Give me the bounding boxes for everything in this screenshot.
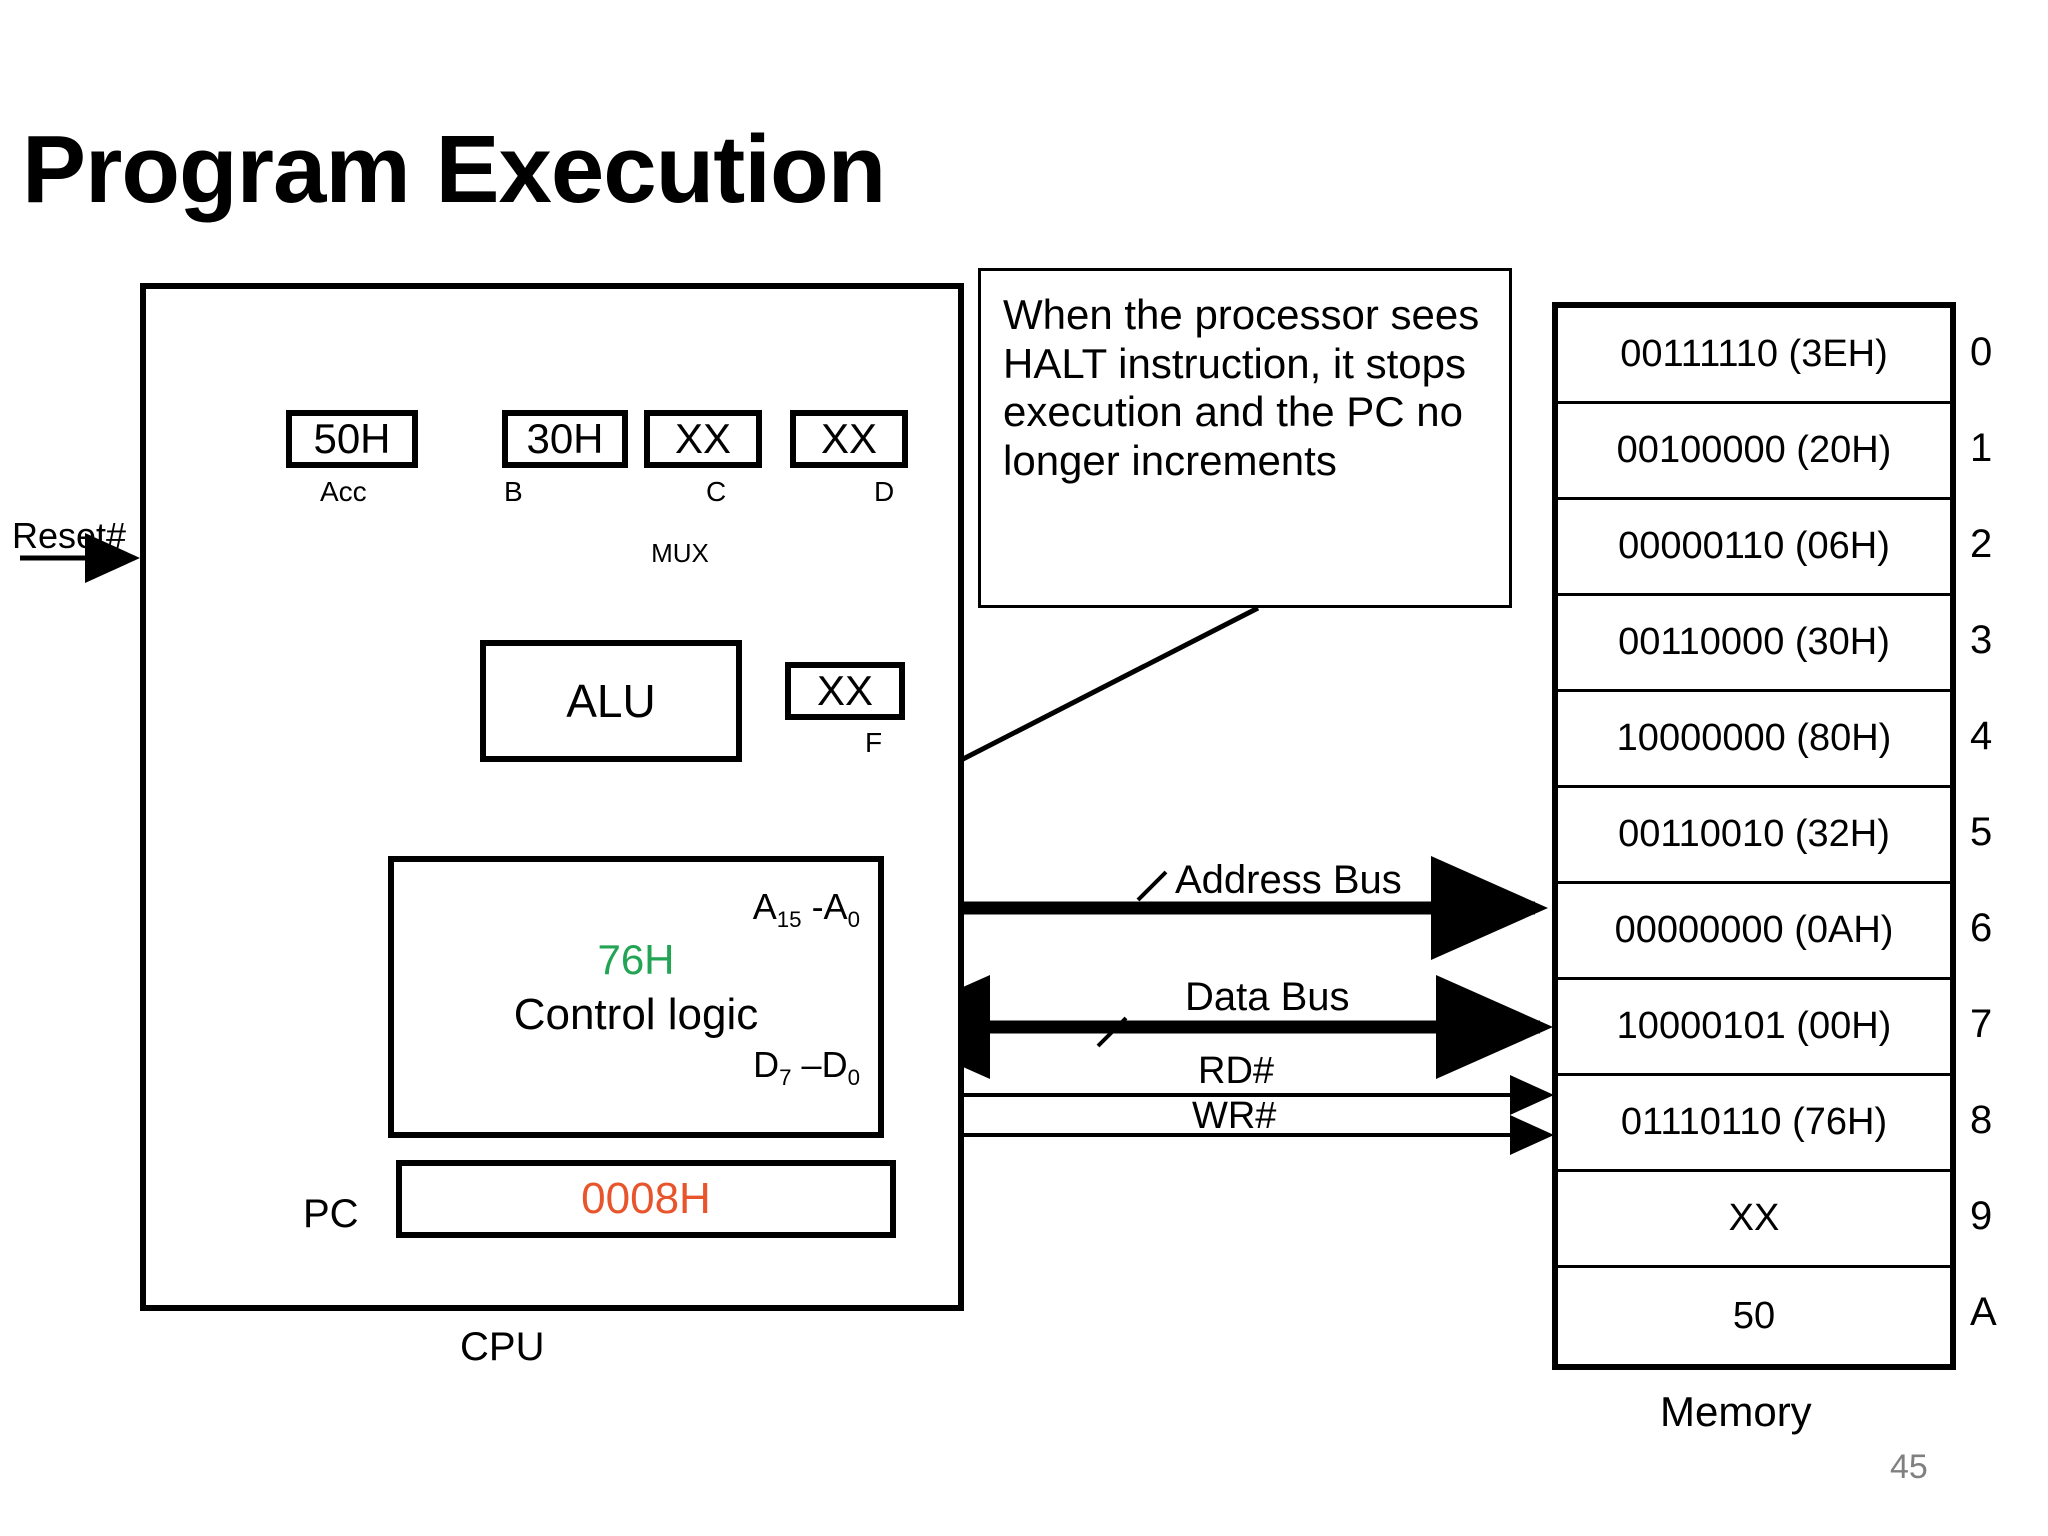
program-counter-box: 0008H bbox=[396, 1160, 896, 1238]
memory-row: 00000000 (0AH) bbox=[1558, 884, 1950, 980]
program-counter-value: 0008H bbox=[581, 1174, 711, 1223]
rd-signal-label: RD# bbox=[1198, 1050, 1275, 1092]
register-flag: XX bbox=[785, 662, 905, 720]
register-d: XX bbox=[790, 410, 908, 468]
memory-label: Memory bbox=[1660, 1388, 1812, 1435]
memory-row-value: 00000000 (0AH) bbox=[1614, 909, 1894, 951]
memory-row-address: 7 bbox=[1970, 1002, 1993, 1046]
control-logic-block: A15 -A0 76H Control logic D7 –D0 bbox=[388, 856, 884, 1138]
register-b-label: B bbox=[504, 476, 523, 507]
register-c: XX bbox=[644, 410, 762, 468]
data-pins-label: D7 –D0 bbox=[753, 1044, 860, 1091]
memory-row-value: 00100000 (20H) bbox=[1616, 429, 1892, 471]
memory-row-address: 9 bbox=[1970, 1194, 1993, 1238]
memory-row-value: 00110000 (30H) bbox=[1618, 621, 1890, 663]
memory-row: XX bbox=[1558, 1172, 1950, 1268]
memory-row-value: 50 bbox=[1732, 1294, 1776, 1337]
address-bus-label: Address Bus bbox=[1175, 858, 1402, 902]
memory-row-value: 00000110 (06H) bbox=[1618, 525, 1890, 567]
memory-row-address: 1 bbox=[1970, 426, 1993, 470]
memory-row: 00110010 (32H) bbox=[1558, 788, 1950, 884]
register-flag-value: XX bbox=[816, 667, 874, 714]
memory-row-value: XX bbox=[1728, 1197, 1780, 1239]
register-d-value: XX bbox=[820, 415, 878, 462]
control-logic-label: Control logic bbox=[513, 990, 759, 1039]
memory-row: 00110000 (30H) bbox=[1558, 596, 1950, 692]
page-title: Program Execution bbox=[22, 116, 886, 223]
register-acc-label: Acc bbox=[320, 476, 367, 507]
memory-table: 00111110 (3EH) 00100000 (20H) 00000110 (06… bbox=[1552, 302, 1956, 1370]
memory-row: 00000110 (06H) bbox=[1558, 500, 1950, 596]
memory-row-address: 8 bbox=[1970, 1098, 1993, 1142]
memory-row-value: 00111110 (3EH) bbox=[1620, 333, 1888, 375]
register-flag-label: F bbox=[865, 727, 883, 758]
memory-row: 10000101 (00H) bbox=[1558, 980, 1950, 1076]
memory-row-address: 6 bbox=[1970, 906, 1993, 950]
register-acc-value: 50H bbox=[313, 415, 391, 462]
address-pins-label: A15 -A0 bbox=[752, 886, 860, 933]
memory-row: 00100000 (20H) bbox=[1558, 404, 1950, 500]
reset-signal-label: Reset# bbox=[12, 515, 127, 556]
memory-row-value: 00110010 (32H) bbox=[1618, 813, 1890, 855]
page-number: 45 bbox=[1890, 1448, 1928, 1486]
memory-row-value: 10000101 (00H) bbox=[1616, 1005, 1892, 1047]
memory-row: 01110110 (76H) bbox=[1558, 1076, 1950, 1172]
wr-signal-label: WR# bbox=[1192, 1095, 1277, 1137]
memory-row-address: 4 bbox=[1970, 714, 1993, 758]
program-counter-label: PC bbox=[303, 1192, 359, 1236]
register-acc: 50H bbox=[286, 410, 418, 468]
register-b-value: 30H bbox=[526, 415, 604, 462]
cpu-label: CPU bbox=[460, 1325, 545, 1369]
halt-callout-note: When the processor sees HALT instruction… bbox=[978, 268, 1512, 608]
memory-row-value: 01110110 (76H) bbox=[1620, 1101, 1888, 1143]
alu-block: ALU bbox=[480, 640, 742, 762]
memory-row-address: 3 bbox=[1970, 618, 1993, 662]
memory-row-value: 10000000 (80H) bbox=[1616, 717, 1892, 759]
memory-row: 10000000 (80H) bbox=[1558, 692, 1950, 788]
memory-row-address: 2 bbox=[1970, 522, 1993, 566]
control-logic-opcode: 76H bbox=[597, 936, 675, 983]
register-d-label: D bbox=[874, 476, 895, 507]
alu-label: ALU bbox=[566, 675, 656, 727]
mux-label: MUX bbox=[651, 538, 709, 568]
register-c-label: C bbox=[706, 476, 727, 507]
memory-row-address: A bbox=[1970, 1290, 1997, 1334]
data-bus-label: Data Bus bbox=[1185, 975, 1350, 1019]
memory-row-address: 5 bbox=[1970, 810, 1993, 854]
memory-row-address: 0 bbox=[1970, 330, 1993, 374]
memory-row: 50 bbox=[1558, 1268, 1950, 1364]
register-b: 30H bbox=[502, 410, 628, 468]
register-c-value: XX bbox=[674, 415, 732, 462]
memory-row: 00111110 (3EH) bbox=[1558, 308, 1950, 404]
